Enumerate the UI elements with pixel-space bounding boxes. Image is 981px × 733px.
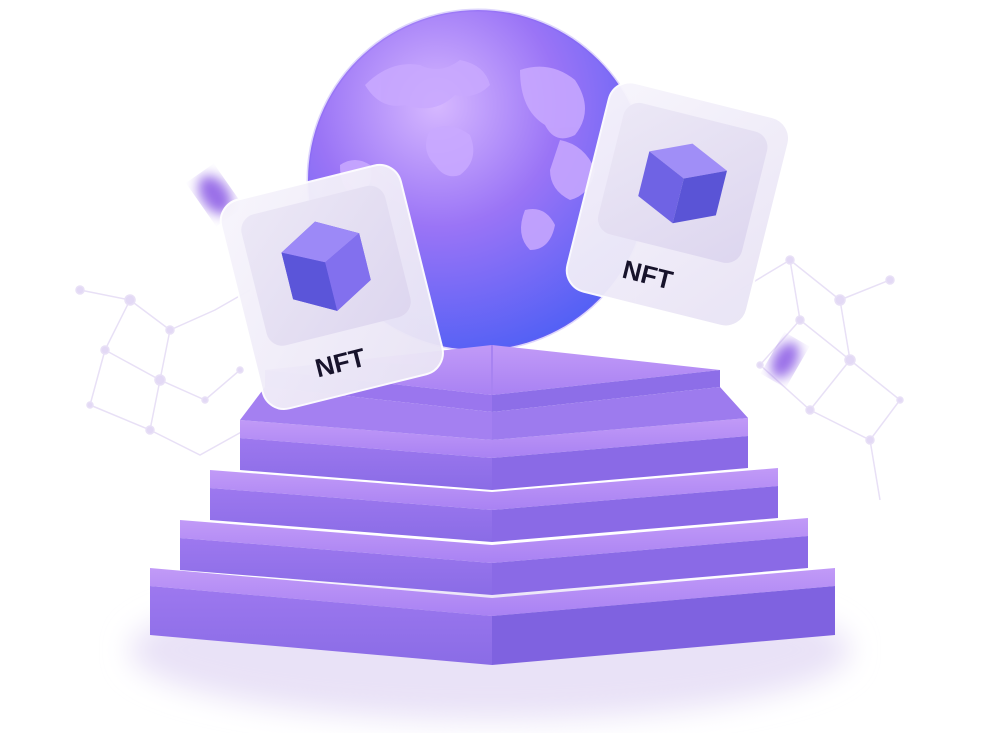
staircase-pedestal: [150, 345, 835, 665]
cube-icon: [638, 143, 727, 224]
nft-card-left: NFT: [219, 163, 444, 410]
left-steps: [150, 387, 492, 665]
floating-orb-right: [770, 341, 800, 379]
gem-icon: [281, 221, 371, 311]
floating-orb-left: [197, 175, 233, 215]
nft-card-right: NFT: [565, 81, 790, 328]
network-mesh: [75, 255, 904, 501]
right-steps: [492, 387, 835, 665]
